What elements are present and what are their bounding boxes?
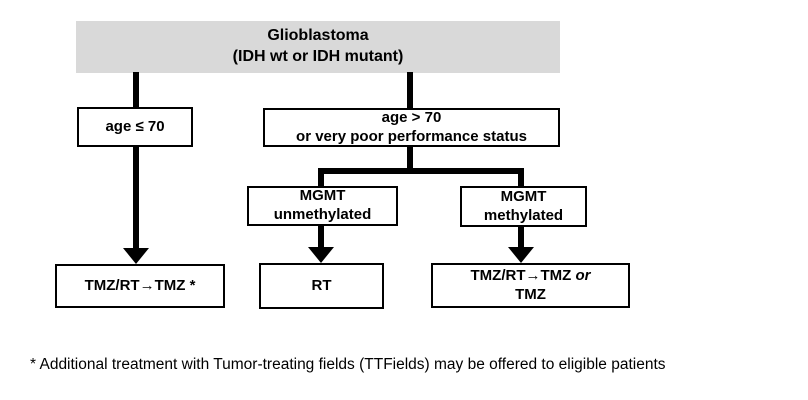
node-treatment-tmz-rt-tmz-or-tmz-line2: TMZ (515, 285, 546, 303)
connector-root-to-age-gt-70 (407, 72, 413, 108)
arrow-age-le-70-to-tmz-rt-tmz (133, 147, 139, 248)
node-mgmt-methylated-line2: methylated (483, 206, 564, 224)
node-glioblastoma: Glioblastoma (IDH wt or IDH mutant) (76, 21, 560, 73)
node-mgmt-methylated-line1: MGMT (500, 187, 547, 205)
connector-to-mgmt-methylated (518, 168, 524, 186)
node-glioblastoma-title: Glioblastoma (267, 27, 369, 45)
line1-main-text: TMZ/RT→TMZ (470, 266, 576, 284)
arrow-mgmt-methylated-to-tmz (518, 227, 524, 247)
arrowhead-down-icon (123, 248, 149, 264)
node-treatment-rt-label: RT (311, 276, 332, 294)
arrowhead-down-icon (508, 247, 534, 263)
node-age-le-70-label: age ≤ 70 (105, 117, 165, 135)
node-treatment-tmz-rt-tmz: TMZ/RT→TMZ * (55, 264, 225, 308)
node-mgmt-unmethylated-line1: MGMT (299, 187, 346, 205)
node-age-gt-70-line2: or very poor performance status (296, 127, 527, 145)
node-age-gt-70-line1: age > 70 (381, 108, 442, 126)
arrow-mgmt-unmethylated-to-rt (318, 226, 324, 247)
node-treatment-tmz-rt-tmz-or-tmz-line1: TMZ/RT→TMZ or (471, 267, 591, 286)
node-mgmt-unmethylated-line2: unmethylated (273, 206, 372, 223)
connector-root-to-age-le-70 (133, 72, 139, 107)
node-treatment-rt: RT (259, 263, 384, 309)
node-treatment-tmz-rt-tmz-or-tmz: TMZ/RT→TMZ or TMZ (431, 263, 630, 308)
node-treatment-tmz-rt-tmz-label: TMZ/RT→TMZ * (84, 276, 196, 294)
connector-to-mgmt-unmethylated (318, 168, 324, 186)
arrowhead-down-icon (308, 247, 334, 263)
node-age-le-70: age ≤ 70 (77, 107, 193, 147)
node-age-gt-70: age > 70 or very poor performance status (263, 108, 560, 147)
node-mgmt-unmethylated: MGMT unmethylated (247, 186, 398, 226)
connector-mgmt-split-horizontal (318, 168, 524, 174)
node-glioblastoma-subtitle: (IDH wt or IDH mutant) (232, 48, 404, 65)
node-mgmt-methylated: MGMT methylated (460, 186, 587, 227)
line1-italic-text: or (575, 266, 591, 284)
connector-age-gt-70-down (407, 147, 413, 174)
footnote-ttfields: * Additional treatment with Tumor-treati… (30, 356, 666, 373)
